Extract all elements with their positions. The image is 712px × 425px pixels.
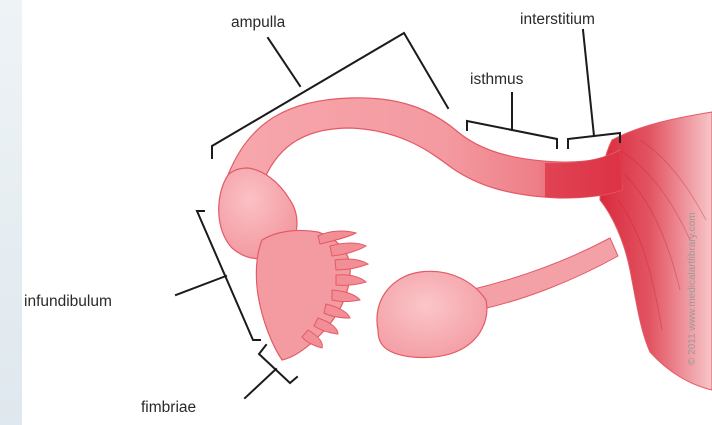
label-ampulla: ampulla [231,14,286,31]
copyright-text: © 2011 www.medicalartlibrary.com [687,212,698,365]
ovary [377,271,487,357]
ampulla-pointer [268,38,300,86]
label-fimbriae: fimbriae [141,399,196,416]
label-isthmus: isthmus [470,71,524,88]
fimbriae-pointer [245,369,276,398]
label-infundibulum: infundibulum [24,293,112,310]
interstitium-pointer [583,30,594,136]
ovarian-ligament [470,238,618,310]
interstitium-segment [545,150,622,198]
label-interstitium: interstitium [520,11,595,28]
infundibulum-pointer [176,276,226,295]
